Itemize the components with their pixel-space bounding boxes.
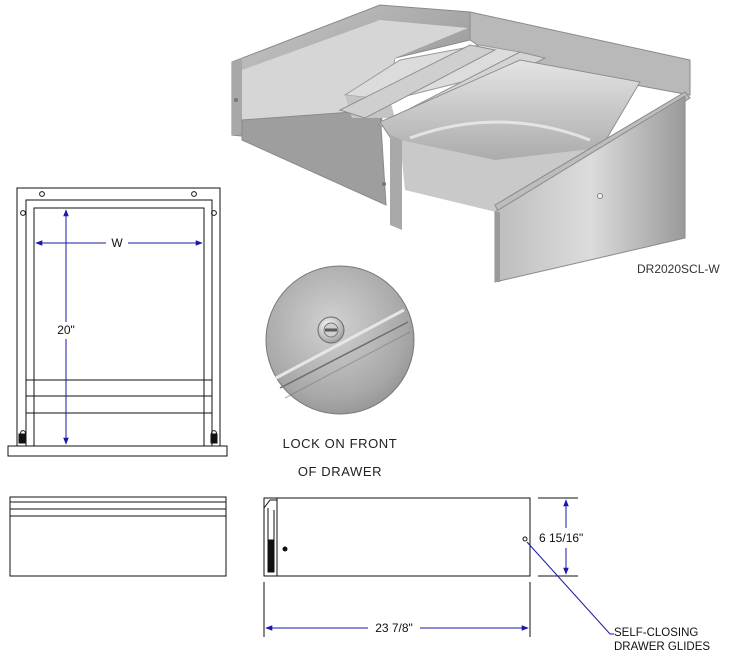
drawer-lock-icon <box>597 192 604 199</box>
top-view-drawing <box>7 187 228 457</box>
mounting-holes <box>20 191 217 436</box>
front-view-drawing <box>9 496 227 577</box>
lock-caption-line-2: OF DRAWER <box>297 464 383 479</box>
lock-caption-line-1: LOCK ON FRONT <box>282 436 398 451</box>
side-view-drawing <box>263 497 531 577</box>
side-view-screw-icon <box>282 546 288 552</box>
top-view-outer-frame <box>16 187 221 447</box>
height-dimension-label: 6 15/16" <box>539 531 583 545</box>
dimension-lines-top-view <box>35 209 203 445</box>
glides-callout-label: SELF-CLOSING DRAWER GLIDES <box>614 626 710 654</box>
lock-caption: LOCK ON FRONT OF DRAWER <box>270 430 410 486</box>
glides-label-line-1: SELF-CLOSING <box>614 627 699 639</box>
model-number-label: DR2020SCL-W <box>637 262 720 276</box>
depth-dimension-label: 20" <box>57 323 75 337</box>
dimension-lines-side-view <box>263 497 614 637</box>
length-dimension-label: 23 7/8" <box>375 621 413 635</box>
lock-detail-inset <box>265 265 415 415</box>
drawer-glide-point-icon <box>522 536 528 542</box>
width-dimension-label: W <box>111 236 123 250</box>
glides-label-line-2: DRAWER GLIDES <box>614 641 711 653</box>
drawer-product-photo <box>231 4 691 283</box>
